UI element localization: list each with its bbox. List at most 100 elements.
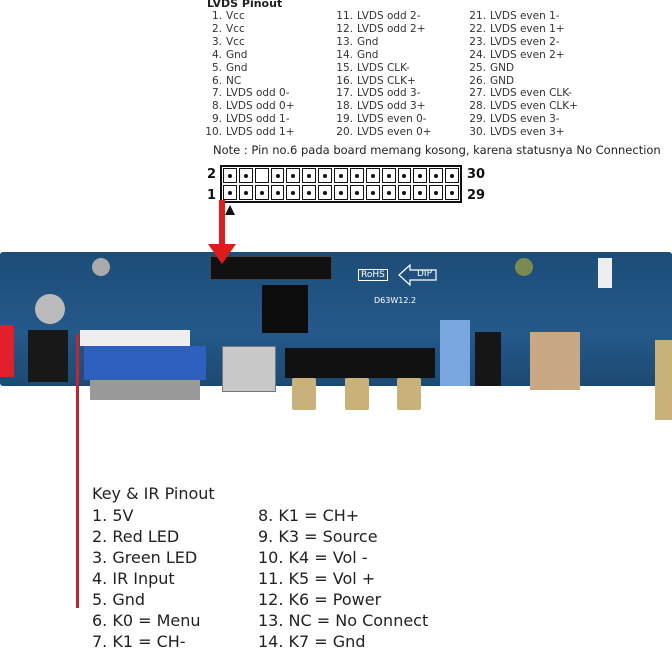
pin-signal: LVDS even 1+: [490, 22, 565, 35]
pin-signal: LVDS odd 3-: [357, 87, 421, 100]
key-pin-row: 7. K1 = CH-: [92, 632, 186, 651]
lvds-pin-row: 20.LVDS even 0+: [336, 126, 432, 139]
lvds-pin-row: 3. Vcc: [205, 36, 295, 49]
pin-number: 25.: [469, 61, 486, 74]
lvds-col-3: 21. LVDS even 1-22.LVDS even 1+23. LVDS ev…: [469, 10, 578, 139]
pin-number: 18.: [336, 100, 353, 113]
connector-pin: [413, 168, 428, 183]
connector-pin: [445, 168, 459, 183]
lvds-pin-row: 21. LVDS even 1-: [469, 10, 578, 23]
pcb-board: RoHS DIP D63W12.2: [0, 252, 672, 420]
key-pin-row: 6. K0 = Menu: [92, 611, 201, 630]
key-pin-row: 1. 5V: [92, 506, 134, 525]
pin-signal: NC: [226, 74, 242, 87]
pin-number: 3.: [211, 35, 222, 48]
lvds-note: Note : Pin no.6 pada board memang kosong…: [213, 143, 661, 157]
pin-signal: GND: [490, 74, 515, 87]
pin-signal: Vcc: [226, 22, 245, 35]
key-pin-row: 14. K7 = Gnd: [258, 632, 366, 651]
lvds-pin-row: 11.LVDS odd 2-: [336, 10, 432, 23]
audio-jack-black: [475, 332, 501, 386]
connector-pin: [270, 168, 285, 183]
pin-signal: LVDS even 3+: [490, 126, 565, 139]
pin-number: 27.: [469, 87, 486, 100]
pin-signal: Vcc: [226, 35, 245, 48]
key-pin-row: 3. Green LED: [92, 548, 198, 567]
pin-number: 1.: [211, 10, 222, 22]
arrow-shaft: [219, 200, 225, 246]
connector-pin: [302, 168, 317, 183]
connector-pin: [349, 168, 364, 183]
connector-pin: [334, 185, 348, 200]
pin-signal: LVDS CLK+: [357, 74, 416, 87]
lvds-pin-row: 4. Gnd: [205, 49, 295, 62]
pin-signal: Gnd: [226, 61, 248, 74]
key-pin-row: 2. Red LED: [92, 527, 180, 546]
pin-number: 23.: [469, 35, 486, 48]
pin-number: 6.: [211, 74, 222, 87]
pin-signal: LVDS odd 2+: [357, 22, 426, 35]
connector-pin: [223, 168, 237, 183]
connector-pin: [381, 168, 396, 183]
pin-number: 14.: [336, 48, 353, 61]
pin-number: 26.: [469, 74, 486, 87]
pin-number: 12.: [336, 22, 353, 35]
pin-number: 17.: [336, 87, 353, 100]
key-pin-row: 12. K6 = Power: [258, 590, 382, 609]
pin-number: 16.: [336, 74, 353, 87]
pin-label-2: 2: [207, 167, 217, 182]
pin-signal: LVDS odd 0+: [226, 100, 295, 113]
pin-signal: LVDS odd 3+: [357, 100, 426, 113]
capacitor-right: [515, 258, 533, 276]
lvds-pin-row: 27.LVDS even CLK-: [469, 87, 578, 100]
pin-number: 4.: [211, 48, 222, 61]
key-pointer-line: [76, 334, 79, 608]
rf-connector: [655, 340, 672, 420]
connector-pin: [223, 185, 237, 200]
pin-number: 30.: [469, 126, 486, 139]
connector-pin: [270, 185, 285, 200]
connector-pin: [238, 185, 253, 200]
rca-jack-2: [345, 378, 369, 410]
model-label: D63W12.2: [374, 296, 417, 305]
lvds-title: LVDS Pinout: [207, 0, 283, 10]
lvds-pin-row: 8. LVDS odd 0+: [205, 100, 295, 113]
pin-signal: Gnd: [226, 48, 248, 61]
pin-number: 21.: [469, 10, 486, 22]
lvds-pin-row: 30. LVDS even 3+: [469, 126, 578, 139]
connector-pin: [365, 185, 380, 200]
lvds-pin-row: 26. GND: [469, 75, 578, 88]
connector-pin: [254, 168, 269, 183]
pin-signal: LVDS even 1-: [490, 10, 560, 22]
rca-jack-3: [397, 378, 421, 410]
lvds-pin-row: 22.LVDS even 1+: [469, 23, 578, 36]
connector-pin: [318, 185, 333, 200]
vga-port: [84, 346, 206, 380]
pin-signal: LVDS even 0+: [357, 126, 432, 139]
connector-pin: [334, 168, 348, 183]
lvds-pin-row: 14.Gnd: [336, 49, 432, 62]
lvds-pin-row: 24.LVDS even 2+: [469, 49, 578, 62]
pin-signal: LVDS even 2-: [490, 35, 560, 48]
connector-pin: [429, 168, 444, 183]
key-pin-row: 10. K4 = Vol -: [258, 548, 368, 567]
pin-number: 19.: [336, 113, 353, 126]
connector-pin: [318, 168, 333, 183]
pin-label-30: 30: [467, 167, 486, 182]
lvds-pin-row: 28.LVDS even CLK+: [469, 100, 578, 113]
connector-pin: [429, 185, 444, 200]
lvds-pin-row: 5.Gnd: [205, 62, 295, 75]
pin-signal: Gnd: [357, 35, 379, 48]
key-title: Key & IR Pinout: [92, 484, 215, 503]
lvds-connector-diagram: [220, 165, 462, 203]
pin-number: 8.: [211, 100, 222, 113]
key-pin-row: 5. Gnd: [92, 590, 146, 609]
pin-number: 29.: [469, 113, 486, 126]
key-pin-row: 9. K3 = Source: [258, 527, 378, 546]
capacitor-small: [92, 258, 110, 276]
vga-shell: [90, 380, 200, 400]
pin-number: 13.: [336, 35, 353, 48]
